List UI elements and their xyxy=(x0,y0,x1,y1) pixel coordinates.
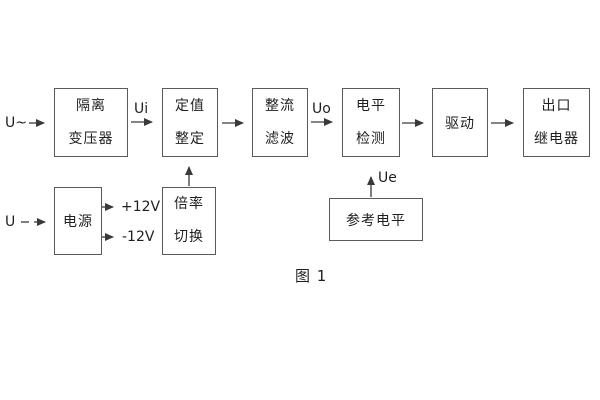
signal-label-plus12v: +12V xyxy=(121,199,161,215)
box-ratio-switch: 倍率 切换 xyxy=(162,187,216,255)
box-reference-level-label: 参考电平 xyxy=(346,212,406,229)
box-output-relay-label-line2: 继电器 xyxy=(534,130,579,147)
box-isolation-transformer-label-line2: 变压器 xyxy=(68,130,114,147)
box-power-supply: 电源 xyxy=(54,187,102,255)
box-driver-label: 驱动 xyxy=(445,115,475,132)
box-isolation-transformer-label-line1: 隔离 xyxy=(76,97,106,114)
box-setting-adjust-label-line1: 定值 xyxy=(175,97,205,114)
signal-label-u-dc: U xyxy=(5,214,16,230)
box-setting-adjust: 定值 整定 xyxy=(162,88,218,157)
figure-caption: 图 1 xyxy=(295,267,328,285)
box-output-relay: 出口 继电器 xyxy=(523,88,590,157)
box-isolation-transformer: 隔离 变压器 xyxy=(54,88,128,157)
box-driver: 驱动 xyxy=(432,88,488,157)
signal-label-u-ac: U~ xyxy=(5,115,27,131)
signal-label-ui: Ui xyxy=(134,101,149,117)
box-ratio-switch-label-line2: 切换 xyxy=(174,229,204,245)
box-power-supply-label: 电源 xyxy=(63,214,93,230)
signal-label-ue: Ue xyxy=(378,170,397,186)
box-reference-level: 参考电平 xyxy=(329,198,423,241)
box-level-detect-label-line1: 电平 xyxy=(356,97,386,114)
box-output-relay-label-line1: 出口 xyxy=(541,97,572,114)
signal-label-minus12v: -12V xyxy=(122,229,155,245)
box-setting-adjust-label-line2: 整定 xyxy=(175,130,205,147)
box-rectifier-filter-label-line2: 滤波 xyxy=(265,130,295,147)
box-rectifier-filter: 整流 滤波 xyxy=(252,88,308,157)
signal-label-uo: Uo xyxy=(312,101,331,117)
box-level-detect-label-line2: 检测 xyxy=(356,130,386,147)
box-rectifier-filter-label-line1: 整流 xyxy=(265,97,295,114)
box-level-detect: 电平 检测 xyxy=(342,88,400,157)
box-ratio-switch-label-line1: 倍率 xyxy=(174,196,204,212)
